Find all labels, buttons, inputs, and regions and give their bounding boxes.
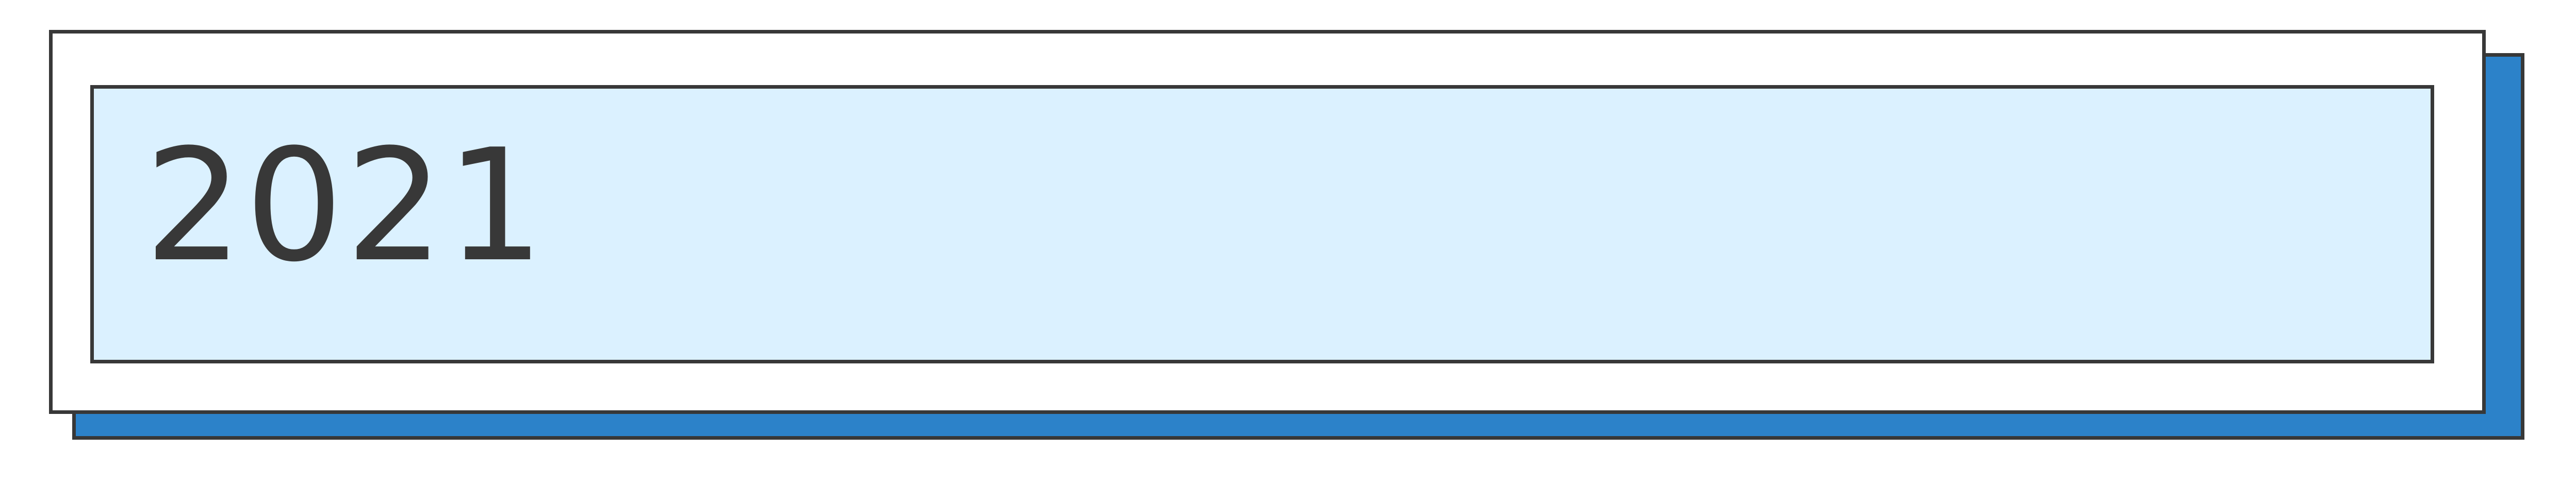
year-label: 2021 (144, 116, 547, 296)
year-panel (90, 85, 2434, 363)
